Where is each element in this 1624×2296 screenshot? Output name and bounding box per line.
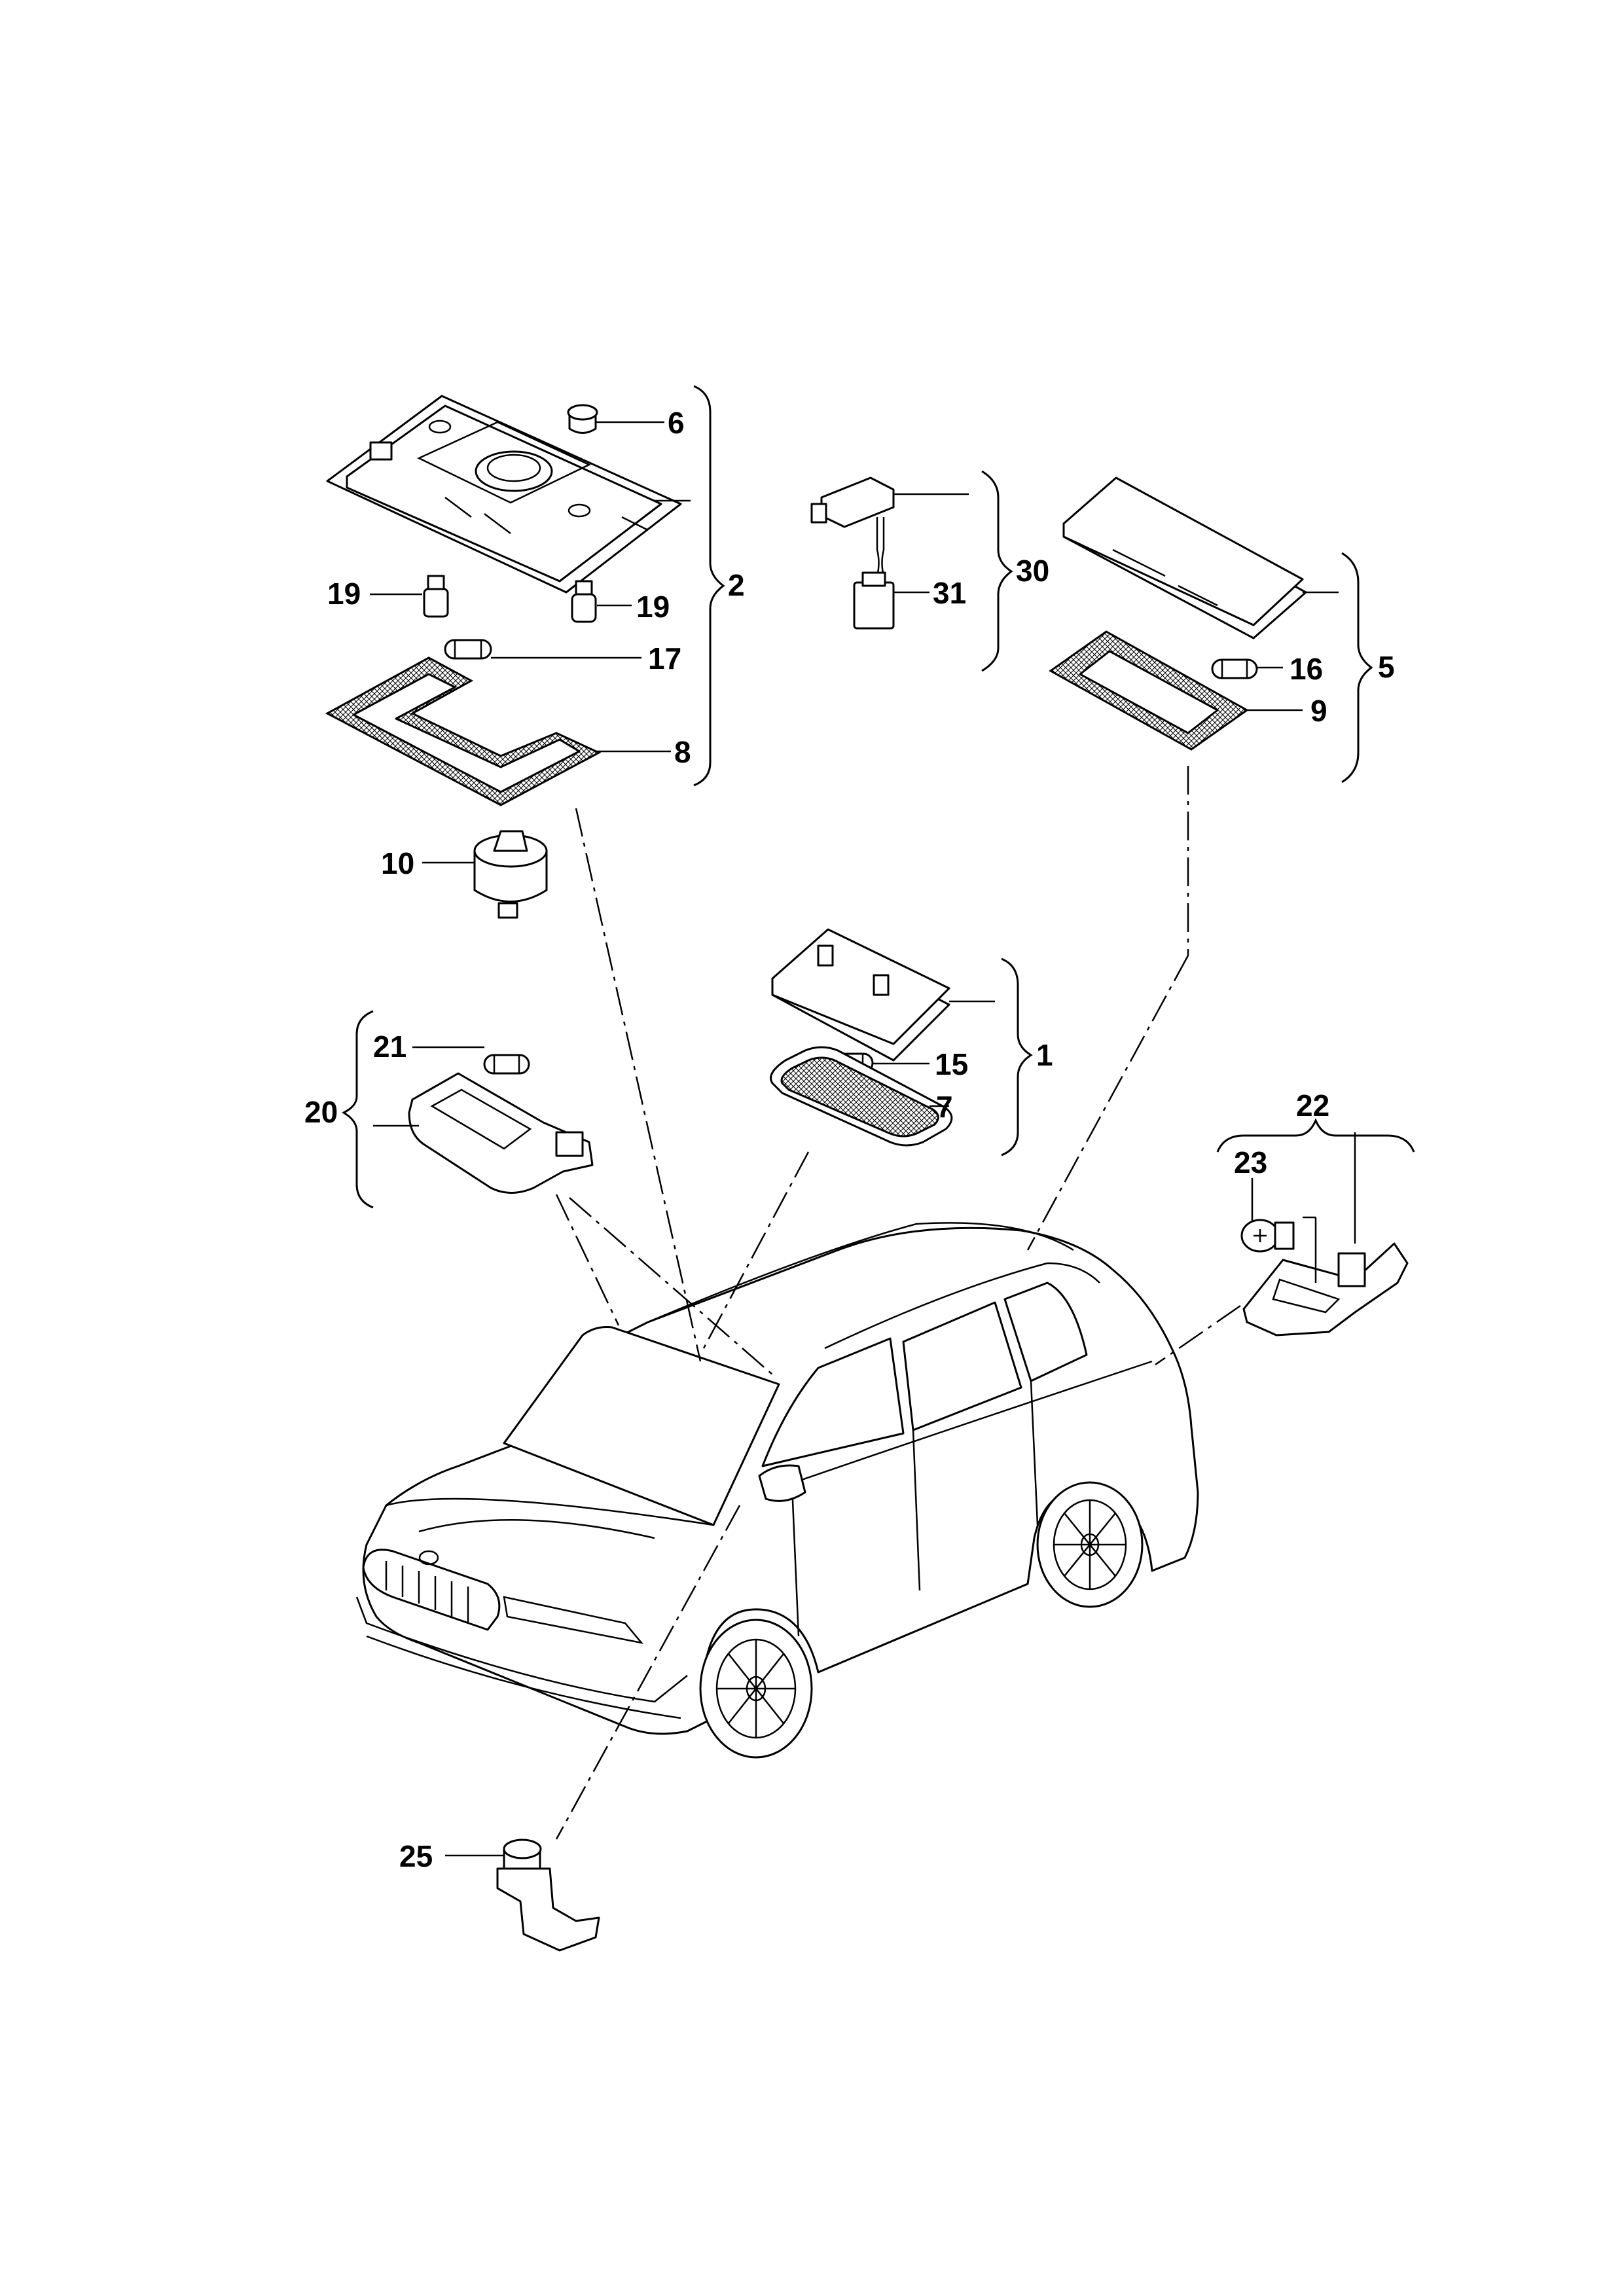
part-23-wedge-bulb	[1240, 1219, 1295, 1253]
part-19-bulb-socket-right	[571, 580, 597, 623]
part-2-front-roof-console	[326, 395, 682, 594]
part-5-rear-light-housing	[1062, 476, 1307, 639]
label-30: 30	[1016, 554, 1049, 588]
label-7: 7	[936, 1090, 953, 1124]
car-side-mirror	[758, 1464, 806, 1502]
front-reading-light-group	[770, 928, 1033, 1157]
brace-group-2	[693, 385, 725, 787]
car-badge	[418, 1550, 439, 1566]
label-1: 1	[1036, 1038, 1053, 1072]
part-25-door-switch	[496, 1839, 600, 1952]
label-22: 22	[1296, 1088, 1329, 1122]
brace-group-1	[1001, 958, 1033, 1157]
label-17: 17	[648, 641, 681, 675]
front-roof-console-group	[325, 385, 725, 919]
label-23: 23	[1234, 1145, 1267, 1179]
part-labels: 6 2 19 19 17 8 10 30 31 5 16 9 1 15 7 21…	[304, 406, 1395, 1873]
leader-lines	[370, 421, 1356, 1857]
part-6-clip	[567, 404, 598, 434]
part-1-reading-light-housing	[771, 928, 950, 1062]
part-20-footwell-light	[408, 1072, 594, 1194]
label-31: 31	[933, 576, 966, 610]
car-quarter-window	[1003, 1282, 1088, 1382]
luggage-light-group	[1216, 1118, 1415, 1336]
label-25: 25	[399, 1839, 433, 1873]
brace-group-30	[981, 470, 1013, 672]
label-9: 9	[1310, 694, 1327, 728]
car-front-side-window	[761, 1337, 905, 1467]
label-2: 2	[728, 568, 745, 602]
label-8: 8	[674, 735, 691, 769]
part-9-lens	[1049, 630, 1249, 751]
part-8-lens	[325, 656, 602, 806]
label-6: 6	[668, 406, 685, 440]
car-rear-side-window	[902, 1301, 1022, 1431]
car-rear-wheel	[1036, 1481, 1144, 1608]
brace-group-5	[1341, 552, 1373, 783]
part-7-lens	[770, 1046, 953, 1147]
part-31-plug	[853, 571, 895, 630]
label-21: 21	[373, 1030, 406, 1064]
car-windshield	[503, 1326, 780, 1526]
part-21-festoon-bulb	[483, 1054, 530, 1075]
label-19-right: 19	[636, 590, 670, 624]
car-illustration	[355, 1222, 1199, 1759]
rear-roof-light-group	[1049, 476, 1373, 783]
label-15: 15	[935, 1047, 968, 1081]
footwell-light-group	[341, 1010, 594, 1209]
label-19-left: 19	[327, 577, 361, 611]
part-17-festoon-bulb	[444, 639, 492, 660]
label-20: 20	[304, 1095, 338, 1129]
part-16-festoon-bulb	[1211, 658, 1258, 679]
part-10-switch	[473, 830, 548, 919]
part-30-connector-cable	[810, 476, 895, 577]
cable-group	[810, 470, 1013, 672]
car-front-wheel	[699, 1619, 813, 1759]
location-lines	[555, 766, 1241, 1840]
part-19-bulb-socket-left	[423, 575, 449, 618]
label-10: 10	[381, 846, 414, 880]
label-5: 5	[1378, 650, 1395, 684]
label-16: 16	[1290, 652, 1323, 686]
brace-group-20	[341, 1010, 374, 1209]
part-22-luggage-light	[1242, 1242, 1409, 1336]
brace-group-22	[1216, 1118, 1415, 1153]
car-grille	[362, 1549, 501, 1631]
